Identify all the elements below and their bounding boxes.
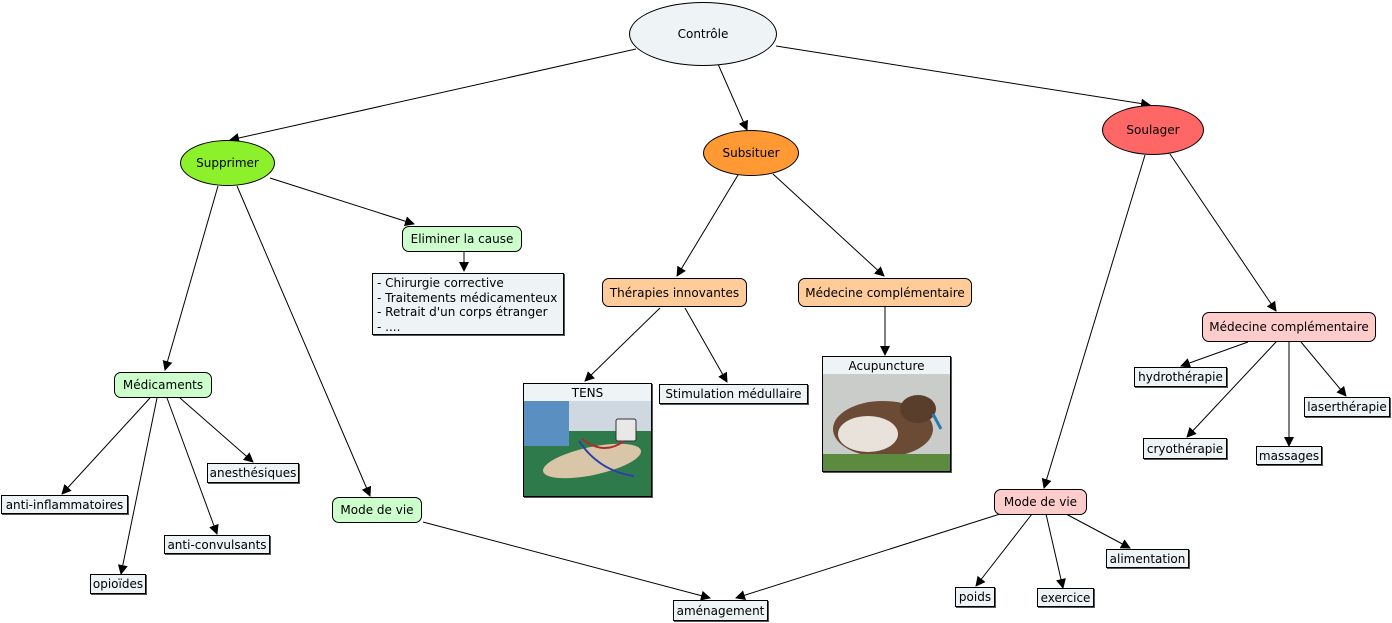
leaf-lasertherapie[interactable]: laserthérapie: [1304, 397, 1390, 417]
link-modevie-poids: [975, 513, 1033, 587]
node-controle[interactable]: Contrôle: [629, 2, 777, 66]
link-modevie-alimentation: [1065, 513, 1131, 549]
link-modevie-exercice: [1045, 513, 1066, 589]
link-therapies-tens: [584, 307, 661, 382]
leaf-cryotherapie-label: cryothérapie: [1146, 441, 1224, 456]
leaf-alimentation[interactable]: alimentation: [1106, 549, 1189, 568]
link-medcomp-laser: [1300, 341, 1347, 397]
leaf-opioides-label: opioïdes: [92, 577, 144, 591]
leaf-lasertherapie-label: laserthérapie: [1307, 400, 1387, 414]
cause-list-item: - Traitements médicamenteux: [377, 290, 558, 305]
link-controle-subsituer: [717, 63, 748, 131]
node-medecine-complementaire-center[interactable]: Médecine complémentaire: [798, 278, 972, 307]
leaf-exercice-label: exercice: [1040, 590, 1091, 605]
link-med-anticonv: [166, 397, 219, 535]
tens-caption: TENS: [571, 385, 604, 400]
link-controle-soulager: [775, 45, 1151, 109]
tens-photo: [524, 401, 651, 496]
node-mode-de-vie-right-label: Mode de vie: [1003, 495, 1078, 509]
tens-card[interactable]: TENS: [523, 383, 652, 497]
node-medicaments-label: Médicaments: [122, 378, 204, 392]
link-supprimer-medicaments: [162, 185, 219, 371]
node-therapies-innovantes-label: Thérapies innovantes: [609, 285, 740, 300]
link-supprimer-eliminer: [269, 177, 415, 227]
link-soulager-modevie: [1041, 154, 1146, 489]
cause-list-item: - Retrait d'un corps étranger: [377, 305, 548, 319]
leaf-stimulation-medullaire[interactable]: Stimulation médullaire: [659, 384, 808, 404]
leaf-cryotherapie[interactable]: cryothérapie: [1143, 438, 1227, 459]
leaf-stimulation-medullaire-label: Stimulation médullaire: [665, 387, 802, 401]
leaf-anesthesiques-label: anesthésiques: [209, 466, 297, 480]
leaf-anti-convulsants[interactable]: anti-convulsants: [164, 535, 270, 554]
node-medecine-complementaire-center-label: Médecine complémentaire: [805, 285, 965, 300]
leaf-anti-convulsants-label: anti-convulsants: [167, 537, 267, 552]
node-supprimer-label: Supprimer: [196, 156, 259, 170]
link-therapies-stim: [684, 307, 728, 383]
leaf-alimentation-label: alimentation: [1109, 551, 1186, 566]
leaf-exercice[interactable]: exercice: [1037, 588, 1094, 607]
node-eliminer-cause[interactable]: Eliminer la cause: [402, 226, 522, 252]
leaf-opioides[interactable]: opioïdes: [90, 574, 146, 594]
leaf-hydrotherapie[interactable]: hydrothérapie: [1134, 367, 1227, 387]
node-medecine-complementaire-right-label: Médecine complémentaire: [1209, 320, 1369, 334]
node-subsituer[interactable]: Subsituer: [703, 130, 799, 176]
cause-list-item: - Chirurgie corrective: [377, 276, 504, 290]
leaf-hydrotherapie-label: hydrothérapie: [1138, 370, 1223, 384]
node-mode-de-vie-left[interactable]: Mode de vie: [332, 497, 422, 523]
leaf-massages[interactable]: massages: [1256, 446, 1322, 465]
node-medicaments[interactable]: Médicaments: [114, 372, 212, 398]
leaf-massages-label: massages: [1258, 448, 1320, 463]
leaf-poids-label: poids: [958, 590, 992, 604]
node-therapies-innovantes[interactable]: Thérapies innovantes: [602, 278, 747, 307]
acupuncture-card[interactable]: Acupuncture: [822, 356, 951, 472]
leaf-poids[interactable]: poids: [955, 587, 995, 607]
leaf-amenagement-label: aménagement: [676, 603, 765, 618]
cause-list-item: - ....: [377, 319, 401, 334]
link-med-antiinflam: [61, 397, 151, 495]
leaf-anti-inflammatoires[interactable]: anti-inflammatoires: [1, 495, 128, 514]
node-soulager[interactable]: Soulager: [1102, 105, 1204, 155]
node-mode-de-vie-right[interactable]: Mode de vie: [994, 489, 1087, 515]
link-med-opioides: [117, 397, 158, 575]
link-controle-supprimer: [229, 48, 637, 143]
node-eliminer-cause-label: Eliminer la cause: [410, 232, 514, 246]
leaf-amenagement[interactable]: aménagement: [673, 600, 768, 621]
node-medecine-complementaire-right[interactable]: Médecine complémentaire: [1202, 312, 1376, 342]
node-mode-de-vie-left-label: Mode de vie: [340, 503, 414, 517]
cause-list: - Chirurgie corrective - Traitements méd…: [372, 273, 564, 335]
acupuncture-photo: [823, 374, 950, 471]
link-medcomp-hydro: [1180, 341, 1249, 368]
link-modevie-amenagement-right: [735, 513, 1001, 601]
node-soulager-label: Soulager: [1126, 123, 1180, 137]
link-subsituer-therapies: [676, 174, 739, 277]
acupuncture-caption: Acupuncture: [848, 358, 925, 373]
link-modevie-amenagement: [422, 521, 711, 601]
leaf-anti-inflammatoires-label: anti-inflammatoires: [5, 497, 124, 512]
leaf-anesthesiques[interactable]: anesthésiques: [207, 463, 299, 483]
link-med-anesth: [179, 397, 254, 463]
node-subsituer-label: Subsituer: [722, 146, 780, 160]
link-supprimer-modevie: [236, 185, 372, 497]
node-controle-label: Contrôle: [677, 27, 729, 41]
link-medcomp-cryo: [1186, 341, 1277, 438]
link-subsituer-medcomp: [772, 173, 885, 277]
link-soulager-medcomp: [1169, 153, 1277, 312]
node-supprimer[interactable]: Supprimer: [180, 140, 275, 186]
